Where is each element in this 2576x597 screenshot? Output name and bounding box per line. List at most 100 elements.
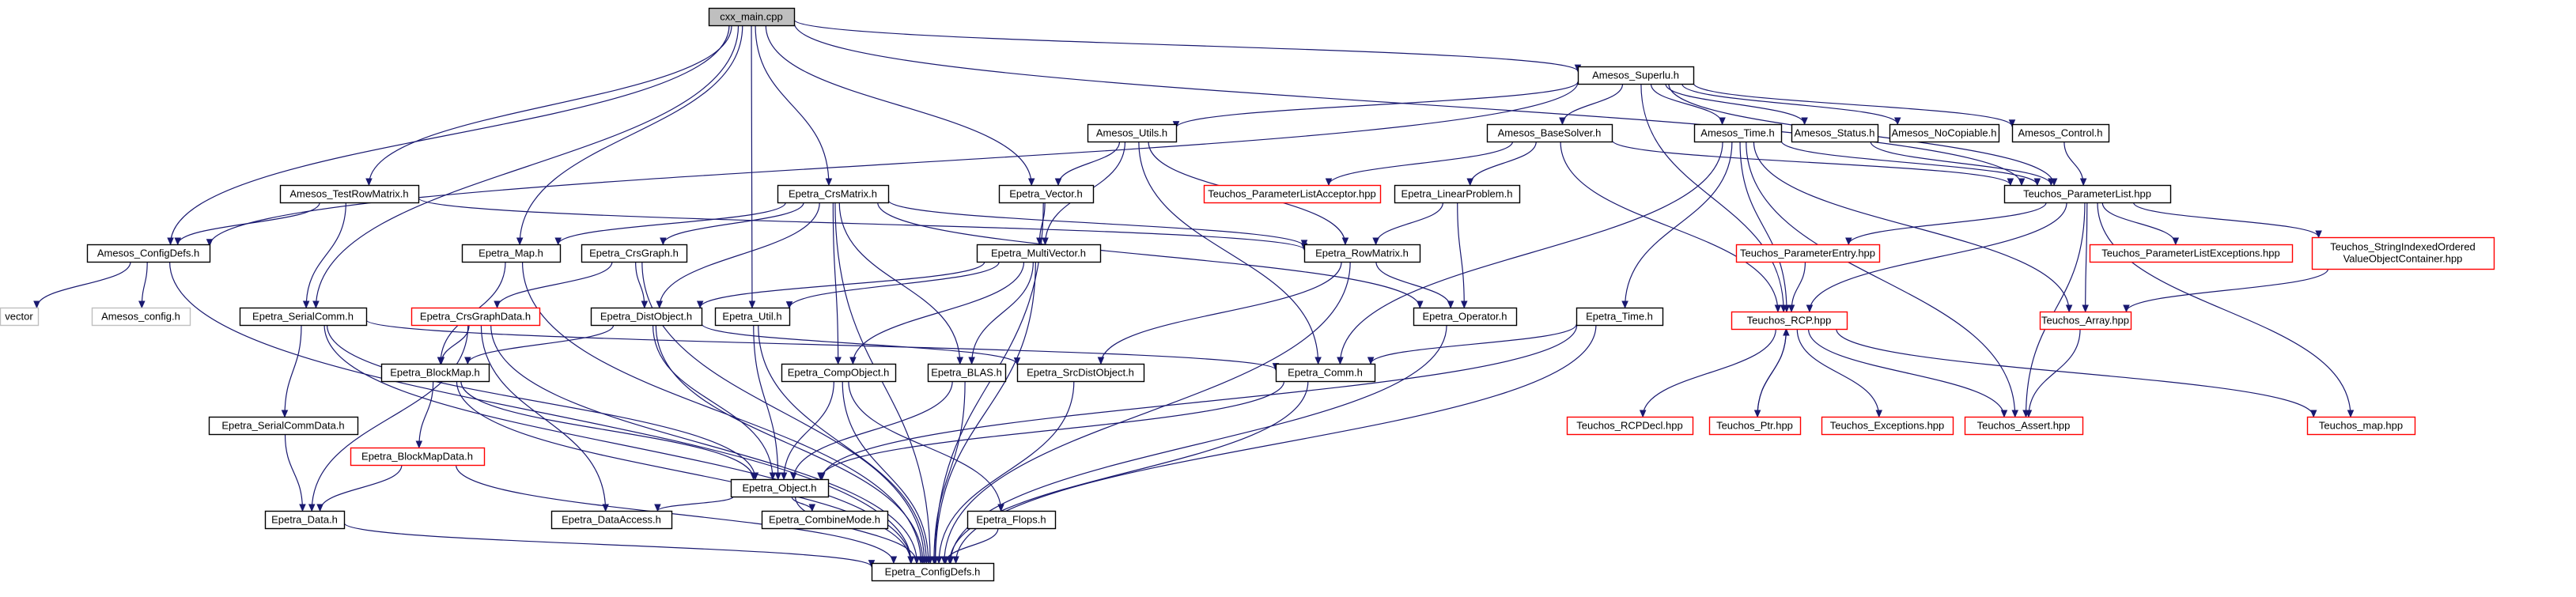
edge-arrowhead — [2123, 304, 2130, 313]
node-crsgraph[interactable]: Epetra_CrsGraph.h — [581, 244, 688, 263]
node-superlu[interactable]: Amesos_Superlu.h — [1577, 66, 1695, 85]
node-label: Amesos_BaseSolver.h — [1498, 127, 1602, 138]
node-rcpdecl[interactable]: Teuchos_RCPDecl.hpp — [1566, 416, 1694, 436]
node-amesos-config[interactable]: Amesos_config.h — [91, 307, 191, 327]
node-control[interactable]: Amesos_Control.h — [2011, 123, 2110, 143]
node-box — [1889, 123, 2000, 143]
dependency-edge — [1175, 81, 1579, 128]
dependency-edge — [655, 324, 924, 564]
node-srcdist[interactable]: Epetra_SrcDistObject.h — [1016, 363, 1145, 383]
node-tassert[interactable]: Teuchos_Assert.hpp — [1964, 416, 2084, 436]
dependency-edge — [1746, 141, 2016, 418]
dependency-edge — [1870, 141, 2052, 186]
node-serialcommdata[interactable]: Epetra_SerialCommData.h — [208, 416, 359, 436]
edge-arrowhead — [308, 504, 316, 512]
dependency-edge — [2085, 202, 2088, 312]
node-label: Epetra_Flops.h — [976, 513, 1046, 525]
node-tarray[interactable]: Teuchos_Array.hpp — [2039, 311, 2132, 331]
node-configdefs-a[interactable]: Amesos_ConfigDefs.h — [86, 244, 211, 263]
edge-arrowhead — [312, 300, 320, 309]
node-label: Amesos_Superlu.h — [1592, 69, 1679, 81]
node-data[interactable]: Epetra_Data.h — [264, 510, 346, 530]
edge-arrowhead — [1801, 117, 1808, 126]
node-combinemode[interactable]: Epetra_CombineMode.h — [761, 510, 889, 530]
node-box — [1016, 363, 1145, 383]
node-time[interactable]: Amesos_Time.h — [1693, 123, 1783, 143]
node-ptr[interactable]: Teuchos_Ptr.hpp — [1708, 416, 1802, 436]
edge-arrowhead — [952, 556, 959, 565]
node-operator[interactable]: Epetra_Operator.h — [1413, 307, 1518, 327]
edge-arrowhead — [516, 237, 524, 246]
node-serialcomm[interactable]: Epetra_SerialComm.h — [239, 307, 368, 327]
dependency-edge — [36, 261, 131, 308]
node-crsmatrix[interactable]: Epetra_CrsMatrix.h — [777, 184, 890, 204]
edge-arrowhead — [946, 556, 953, 565]
node-flops[interactable]: Epetra_Flops.h — [966, 510, 1057, 530]
edge-arrowhead — [1893, 117, 1901, 126]
node-object[interactable]: Epetra_Object.h — [730, 478, 830, 498]
edge-arrowhead — [2079, 178, 2087, 187]
node-compobject[interactable]: Epetra_CompObject.h — [781, 363, 897, 383]
node-multivector[interactable]: Epetra_MultiVector.h — [976, 244, 1102, 263]
edge-arrowhead — [494, 300, 501, 309]
node-blockmap[interactable]: Epetra_BlockMap.h — [380, 363, 490, 383]
edge-arrowhead — [2007, 178, 2014, 187]
node-testrow[interactable]: Amesos_TestRowMatrix.h — [279, 184, 420, 204]
edge-arrowhead — [769, 472, 777, 481]
dependency-edge — [1375, 202, 1443, 245]
dependency-edge — [1457, 202, 1465, 308]
edge-arrowhead — [913, 556, 921, 565]
edge-arrowhead — [817, 472, 824, 481]
node-plexceptions[interactable]: Teuchos_ParameterListExceptions.hpp — [2089, 244, 2294, 263]
node-label: Teuchos_map.hpp — [2319, 419, 2403, 431]
node-nocopiable[interactable]: Amesos_NoCopiable.h — [1889, 123, 2000, 143]
node-paramentry[interactable]: Teuchos_ParameterEntry.hpp — [1735, 244, 1881, 263]
dependency-edge — [1791, 261, 1806, 312]
node-rcp[interactable]: Teuchos_RCP.hpp — [1731, 311, 1848, 331]
dependency-edge — [793, 22, 2022, 186]
node-basesolver[interactable]: Amesos_BaseSolver.h — [1486, 123, 1613, 143]
node-box — [590, 307, 703, 327]
node-label: Teuchos_RCPDecl.hpp — [1576, 419, 1682, 431]
edge-arrowhead — [1783, 304, 1791, 313]
dependency-edge — [765, 25, 1032, 186]
node-util[interactable]: Epetra_Util.h — [714, 307, 791, 327]
edge-arrowhead — [2065, 304, 2073, 313]
node-vector-std[interactable]: vector — [0, 307, 40, 327]
node-comm[interactable]: Epetra_Comm.h — [1275, 363, 1376, 383]
node-dataaccess[interactable]: Epetra_DataAccess.h — [550, 510, 673, 530]
dependency-edge — [209, 81, 1579, 246]
node-utils[interactable]: Amesos_Utils.h — [1087, 123, 1178, 143]
edge-arrowhead — [206, 239, 214, 247]
dependency-edge — [751, 25, 753, 308]
node-configdefs-e[interactable]: Epetra_ConfigDefs.h — [871, 562, 995, 582]
node-crsgraphdata[interactable]: Epetra_CrsGraphData.h — [410, 307, 541, 327]
node-rowmatrix[interactable]: Epetra_RowMatrix.h — [1303, 244, 1421, 263]
dependency-edge — [1640, 83, 1784, 312]
node-blas[interactable]: Epetra_BLAS.h — [927, 363, 1007, 383]
node-status[interactable]: Amesos_Status.h — [1791, 123, 1879, 143]
node-label: Teuchos_ParameterList.hpp — [2023, 187, 2151, 199]
node-linprob[interactable]: Epetra_LinearProblem.h — [1394, 184, 1521, 204]
node-box — [550, 510, 673, 530]
edge-arrowhead — [1372, 237, 1379, 246]
dependency-edge — [1138, 141, 1319, 365]
node-cxx-main[interactable]: cxx_main.cpp — [708, 7, 796, 27]
edge-arrowhead — [1027, 178, 1035, 187]
edge-arrowhead — [365, 178, 373, 187]
edge-arrowhead — [774, 472, 782, 481]
node-distobject[interactable]: Epetra_DistObject.h — [590, 307, 703, 327]
node-blockmapdata[interactable]: Epetra_BlockMapData.h — [350, 447, 486, 467]
node-tmap[interactable]: Teuchos_map.hpp — [2306, 416, 2416, 436]
node-placcept[interactable]: Teuchos_ParameterListAcceptor.hpp — [1203, 184, 1382, 204]
node-exceptions[interactable]: Teuchos_Exceptions.hpp — [1821, 416, 1954, 436]
edge-arrowhead — [2018, 178, 2026, 187]
node-paramlist[interactable]: Teuchos_ParameterList.hpp — [2003, 184, 2172, 204]
node-map[interactable]: Epetra_Map.h — [461, 244, 562, 263]
node-vector[interactable]: Epetra_Vector.h — [998, 184, 1095, 204]
node-box — [208, 416, 359, 436]
edge-arrowhead — [2048, 178, 2055, 187]
node-etime[interactable]: Epetra_Time.h — [1575, 307, 1664, 327]
